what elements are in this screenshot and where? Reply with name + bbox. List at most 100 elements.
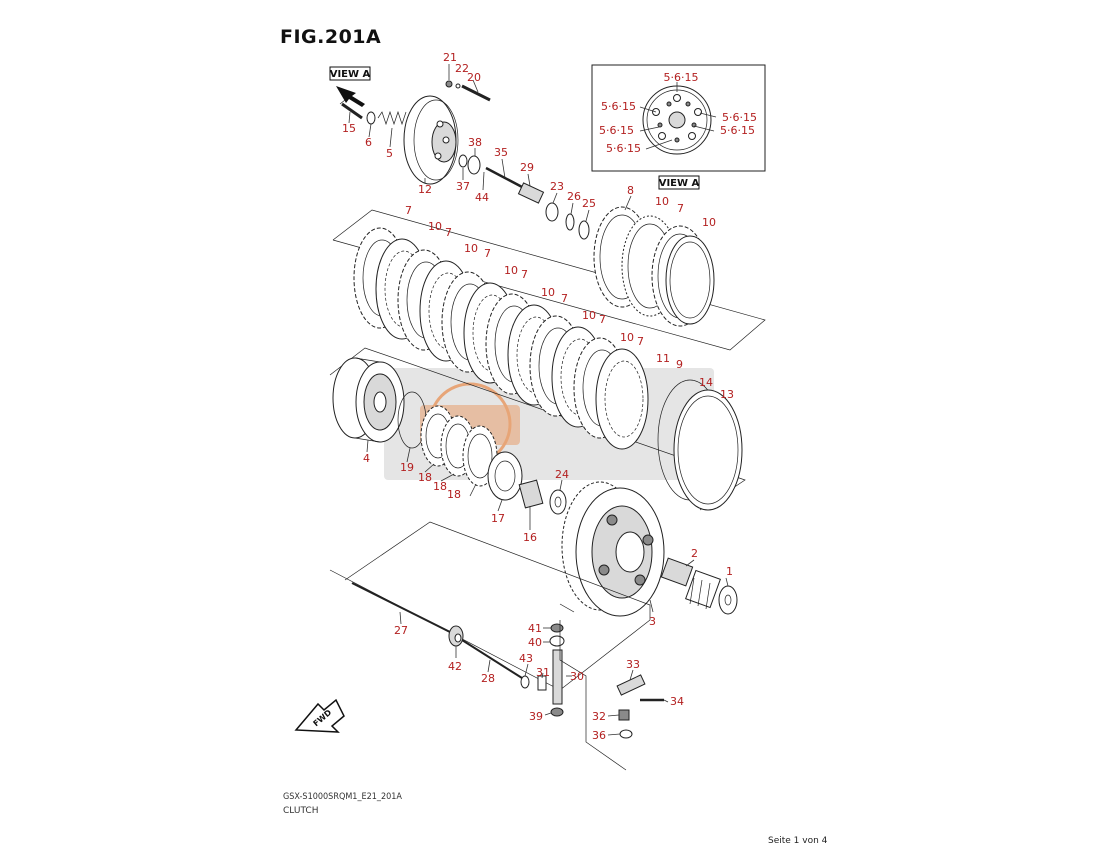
- part-29-push-piece: [517, 182, 545, 204]
- inset-label-top: 5·6·15: [664, 71, 699, 84]
- label-part-32: 32: [592, 710, 606, 723]
- part-5-spring: [377, 110, 407, 126]
- inset-label-bottom: 5·6·15: [606, 142, 641, 155]
- part-6-washer: [366, 111, 376, 125]
- part-2-spacer: [660, 557, 694, 587]
- part-labels: 1 2 3 4 5 6 7 7 7 7 7 7 7 7 8 9 10 10 10…: [342, 51, 734, 742]
- plate-stack-outline-upper: [332, 209, 766, 351]
- label-part-39: 39: [529, 710, 543, 723]
- label-part-22: 22: [455, 62, 469, 75]
- part-33-release-arm: [616, 674, 646, 696]
- label-part-10f: 10: [620, 331, 634, 344]
- label-part-14: 14: [699, 376, 713, 389]
- part-16-cam: [518, 479, 544, 509]
- label-part-13: 13: [720, 388, 734, 401]
- label-part-8: 8: [627, 184, 634, 197]
- part-43-ring: [520, 675, 530, 689]
- clutch-plate-stack: [353, 227, 649, 450]
- label-part-10h: 10: [702, 216, 716, 229]
- label-part-7f: 7: [599, 313, 606, 326]
- part-25-washer: [578, 220, 590, 240]
- view-a-inset: 5·6·15 5·6·15 5·6·15 5·6·15 5·6·15 5·6·1…: [591, 64, 766, 172]
- part-36-washer: [619, 729, 633, 739]
- label-part-36: 36: [592, 729, 606, 742]
- inset-label-right-2: 5·6·15: [720, 124, 755, 137]
- label-part-9: 9: [676, 358, 683, 371]
- label-part-17: 17: [491, 512, 505, 525]
- part-1-washer: [718, 585, 738, 615]
- part-13-outer-ring: [673, 389, 743, 511]
- svg-text:VIEW A: VIEW A: [659, 178, 700, 189]
- label-part-10c: 10: [504, 264, 518, 277]
- label-part-37: 37: [456, 180, 470, 193]
- label-part-1: 1: [726, 565, 733, 578]
- label-part-24: 24: [555, 468, 569, 481]
- label-part-18b: 18: [433, 480, 447, 493]
- inset-label-right-1: 5·6·15: [722, 111, 757, 124]
- label-part-40: 40: [528, 636, 542, 649]
- label-part-3: 3: [649, 615, 656, 628]
- label-part-42: 42: [448, 660, 462, 673]
- part-20-screw: [445, 80, 491, 102]
- label-part-33: 33: [626, 658, 640, 671]
- label-part-7d: 7: [521, 268, 528, 281]
- label-part-16: 16: [523, 531, 537, 544]
- part-17-spring-seat: [487, 451, 523, 501]
- label-part-7a: 7: [405, 204, 412, 217]
- label-part-10g: 10: [655, 195, 669, 208]
- fwd-arrow: FWD: [294, 698, 345, 733]
- label-part-7c: 7: [484, 247, 491, 260]
- part-42-bearing: [448, 625, 464, 647]
- release-group-outline: [559, 620, 627, 771]
- label-part-30: 30: [570, 670, 584, 683]
- inset-label-left-2: 5·6·15: [599, 124, 634, 137]
- label-part-7e: 7: [561, 292, 568, 305]
- label-part-21: 21: [443, 51, 457, 64]
- label-part-10d: 10: [541, 286, 555, 299]
- page-indicator: Seite 1 von 4: [768, 836, 828, 846]
- leader-lines: [348, 64, 729, 736]
- part-27-push-rod: [351, 582, 451, 633]
- label-part-23: 23: [550, 180, 564, 193]
- label-part-19: 19: [400, 461, 414, 474]
- label-part-4: 4: [363, 452, 370, 465]
- part-15-bolt: [339, 99, 363, 120]
- inset-label-left-1: 5·6·15: [601, 100, 636, 113]
- part-23-bearing: [545, 202, 559, 222]
- model-code: GSX-S1000SRQM1_E21_201A: [283, 792, 402, 802]
- label-part-12: 12: [418, 183, 432, 196]
- label-part-10e: 10: [582, 309, 596, 322]
- label-part-28: 28: [481, 672, 495, 685]
- label-part-18c: 18: [447, 488, 461, 501]
- right-plate-stack: [593, 206, 715, 327]
- figure-caption: CLUTCH: [283, 806, 319, 816]
- label-part-11: 11: [656, 352, 670, 365]
- lower-group-outline: [329, 521, 651, 691]
- label-part-7g: 7: [637, 335, 644, 348]
- part-4-clutch-sleeve-hub: [332, 357, 405, 443]
- label-part-10a: 10: [428, 220, 442, 233]
- view-a-tag-left: VIEW A: [329, 66, 371, 81]
- view-direction-arrow: [336, 86, 365, 107]
- part-38-bearing: [467, 155, 481, 175]
- label-part-26: 26: [567, 190, 581, 203]
- part-12-pressure-plate: [403, 95, 459, 185]
- label-part-5: 5: [386, 147, 393, 160]
- part-26-washer: [565, 213, 575, 231]
- label-part-20: 20: [467, 71, 481, 84]
- label-part-2: 2: [691, 547, 698, 560]
- label-part-18a: 18: [418, 471, 432, 484]
- part-3-primary-driven-gear: [561, 481, 665, 617]
- part-28-push-rod: [461, 639, 523, 679]
- label-part-7h: 7: [677, 202, 684, 215]
- label-part-35: 35: [494, 146, 508, 159]
- part-release-shaft: [537, 623, 565, 717]
- part-24-washer: [549, 489, 567, 515]
- view-a-tag-inset: VIEW A: [658, 175, 700, 190]
- svg-text:VIEW A: VIEW A: [330, 69, 371, 80]
- part-bearing-needle: [685, 569, 721, 610]
- label-part-7b: 7: [445, 226, 452, 239]
- label-part-10b: 10: [464, 242, 478, 255]
